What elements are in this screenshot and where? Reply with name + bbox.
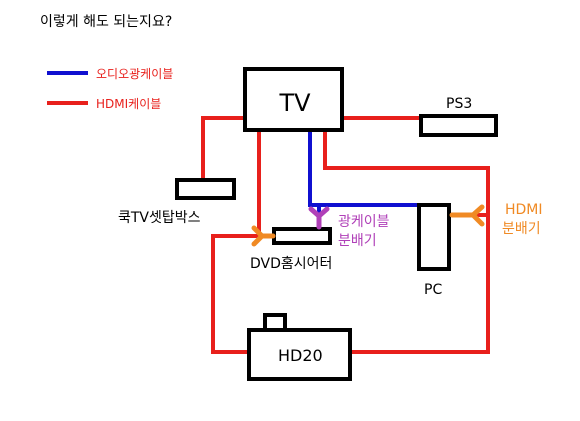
legend-audio-label: 오디오광케이블: [96, 67, 173, 81]
tv-box: [243, 67, 344, 132]
settop-label: 쿡TV셋탑박스: [118, 210, 201, 226]
settop-box: [175, 178, 236, 200]
hdmi-cable-tv-hd20: [323, 130, 490, 354]
tv-label: TV: [278, 89, 311, 117]
question-text: 이렇게 해도 되는지요?: [40, 14, 172, 30]
hdmi-splitter-dvd-icon: [251, 225, 276, 247]
hdmi-splitter-pc-icon: [449, 204, 485, 227]
hdmi-cable-tv-settop: [201, 116, 246, 180]
dvd-box: [272, 227, 332, 245]
pc-box: [417, 203, 451, 271]
ps3-label: PS3: [446, 96, 472, 112]
hdmi-splitter-label-2: 분배기: [502, 221, 541, 237]
hd20-lens: [263, 313, 287, 332]
legend-hdmi-label: HDMI케이블: [96, 97, 161, 111]
hdmi-cables: [201, 116, 490, 354]
optical-splitter-label-1: 광케이블: [338, 214, 390, 230]
ps3-box: [419, 114, 498, 137]
hdmi-cable-dvd-hd20: [211, 234, 263, 354]
hd20-box: [247, 328, 352, 381]
dvd-label: DVD홈시어터: [250, 256, 332, 272]
optical-splitter-icon: [308, 206, 330, 230]
hd20-label: HD20: [278, 346, 323, 365]
pc-label: PC: [424, 282, 442, 298]
hdmi-splitter-label-1: HDMI: [505, 202, 543, 218]
optical-splitter-label-2: 분배기: [338, 233, 377, 249]
audio-cable-tv-pc: [308, 130, 419, 207]
